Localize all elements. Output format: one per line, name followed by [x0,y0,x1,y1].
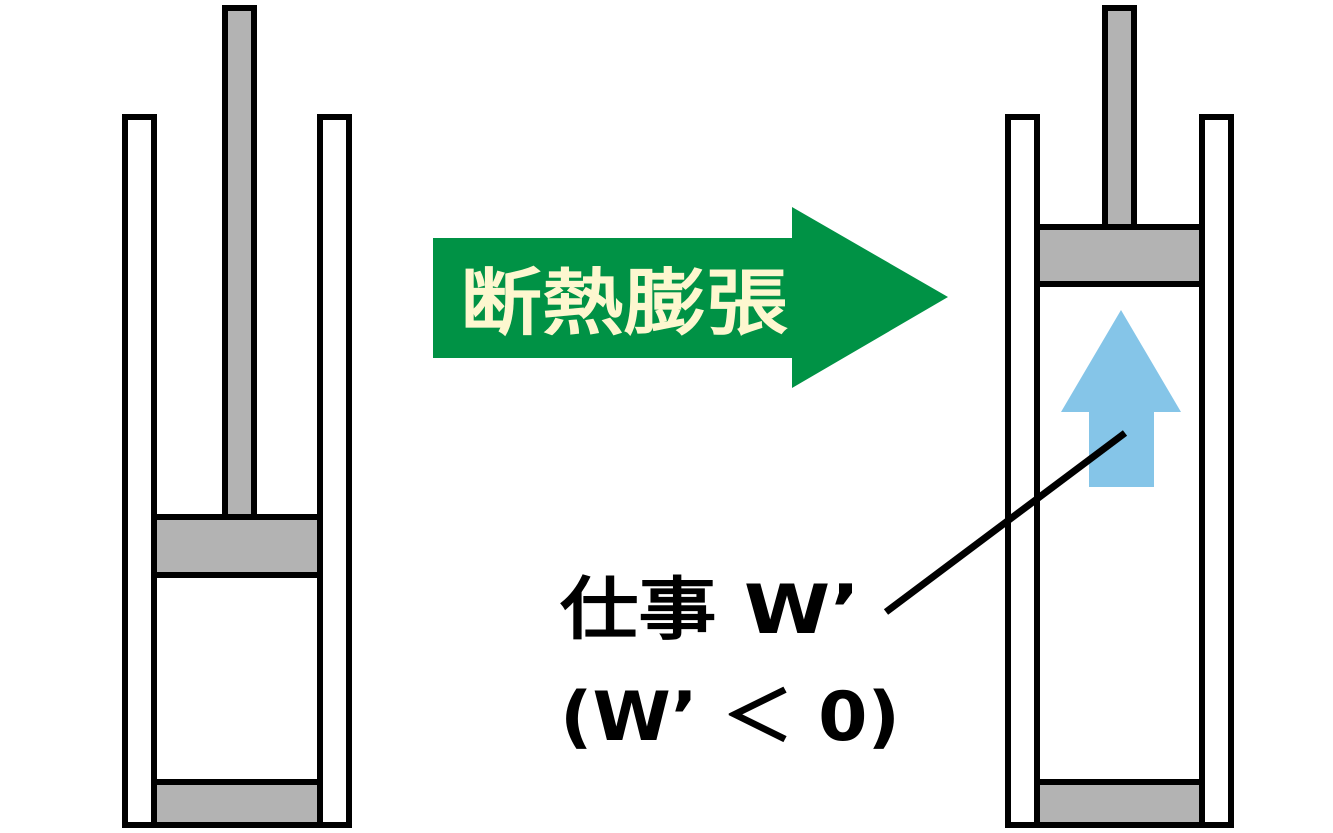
piston-rod [222,5,257,520]
cylinder-right-wall [317,114,352,828]
process-arrow-shape [433,207,948,388]
cylinder-right-wall [1199,114,1234,828]
cylinder-left-wall [122,114,157,828]
work-label-line2: (W’ ＜ 0) [560,678,900,757]
piston-head [1034,224,1205,287]
work-label-line1: 仕事 W’ [560,571,860,650]
piston-rod [1102,5,1137,230]
cylinder-bottom [151,779,323,828]
cylinder-before [122,5,352,828]
cylinder-left-wall [1005,114,1040,828]
work-direction-arrow [1061,310,1181,487]
piston-head [151,514,323,578]
process-arrow: 断熱膨張 [433,207,948,388]
cylinder-after [1005,5,1234,828]
leader-line [883,430,1128,615]
process-arrow-label: 断熱膨張 [460,261,788,345]
cylinder-bottom [1034,779,1205,828]
